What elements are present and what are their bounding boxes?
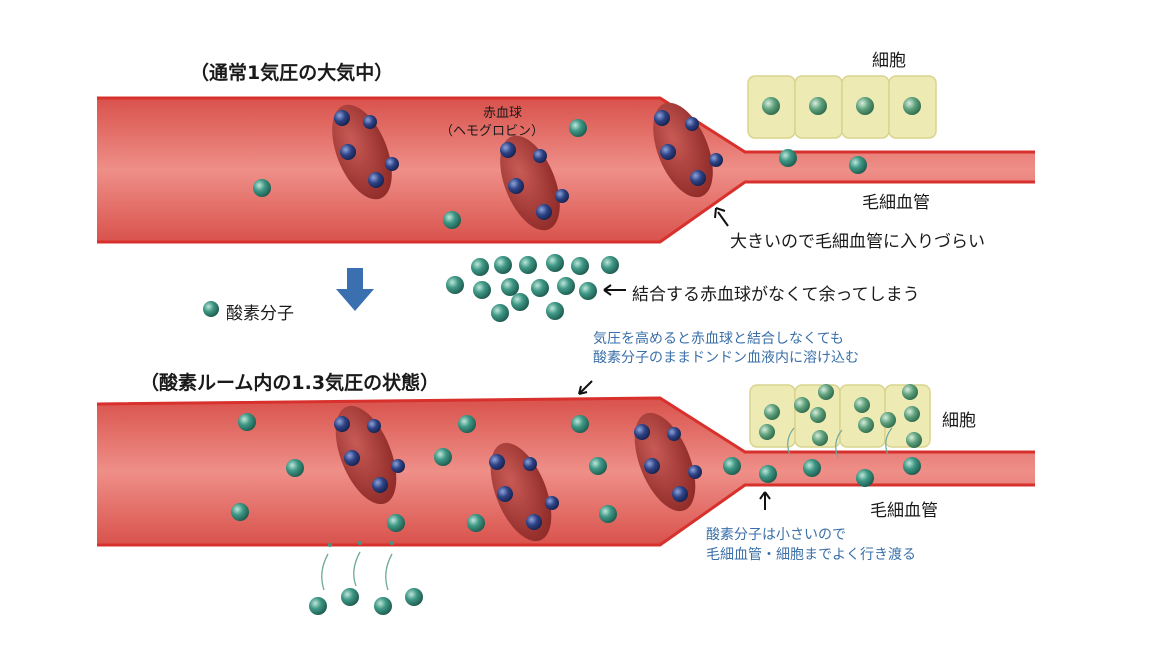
bottom-title: （酸素ルーム内の1.3気圧の状態） xyxy=(140,372,440,394)
top-oxygen-molecules xyxy=(253,119,867,229)
bottom-vessel xyxy=(96,396,1035,547)
rbc-label-1: 赤血球 xyxy=(483,106,523,121)
rbc-label-2: （ヘモグロビン） xyxy=(440,124,545,139)
top-vessel xyxy=(97,96,1035,244)
leftover-oxygen-cluster xyxy=(446,254,619,322)
top-rbc-2 xyxy=(500,135,569,231)
note-dissolve-2: 酸素分子のままドンドン血液内に溶け込む xyxy=(593,350,859,366)
top-cells xyxy=(747,75,937,139)
leftover-arrow-icon xyxy=(603,284,626,296)
note-small-2: 毛細血管・細胞までよく行き渡る xyxy=(706,547,916,563)
top-capillary-label: 毛細血管 xyxy=(862,193,930,213)
dissolving-oxygen xyxy=(309,541,423,615)
top-note-arrow xyxy=(714,207,729,227)
top-rbc-1 xyxy=(332,104,399,200)
top-cells-label: 細胞 xyxy=(872,51,906,71)
note-small-1: 酸素分子は小さいので xyxy=(706,527,846,543)
oxygen-legend-label: 酸素分子 xyxy=(226,304,294,324)
note-too-large: 大きいので毛細血管に入りづらい xyxy=(730,232,985,252)
bottom-rbc-2 xyxy=(489,442,559,542)
bottom-capillary-label: 毛細血管 xyxy=(870,501,938,521)
bottom-cells xyxy=(749,384,931,459)
bottom-note-arrow xyxy=(759,491,771,510)
note-leftover: 結合する赤血球がなくて余ってしまう xyxy=(632,285,920,305)
bottom-oxygen-molecules xyxy=(231,413,921,532)
oxygen-legend-icon xyxy=(203,301,219,317)
down-arrow-icon xyxy=(336,268,374,311)
bottom-rbc-1 xyxy=(334,405,405,505)
bottom-cells-label: 細胞 xyxy=(942,411,976,431)
top-rbc-3 xyxy=(653,102,723,198)
dissolve-note-arrow xyxy=(578,380,593,395)
bottom-rbc-3 xyxy=(634,412,702,512)
note-dissolve-1: 気圧を高めると赤血球と結合しなくても xyxy=(593,331,844,347)
top-title: （通常1気圧の大気中） xyxy=(190,62,394,84)
